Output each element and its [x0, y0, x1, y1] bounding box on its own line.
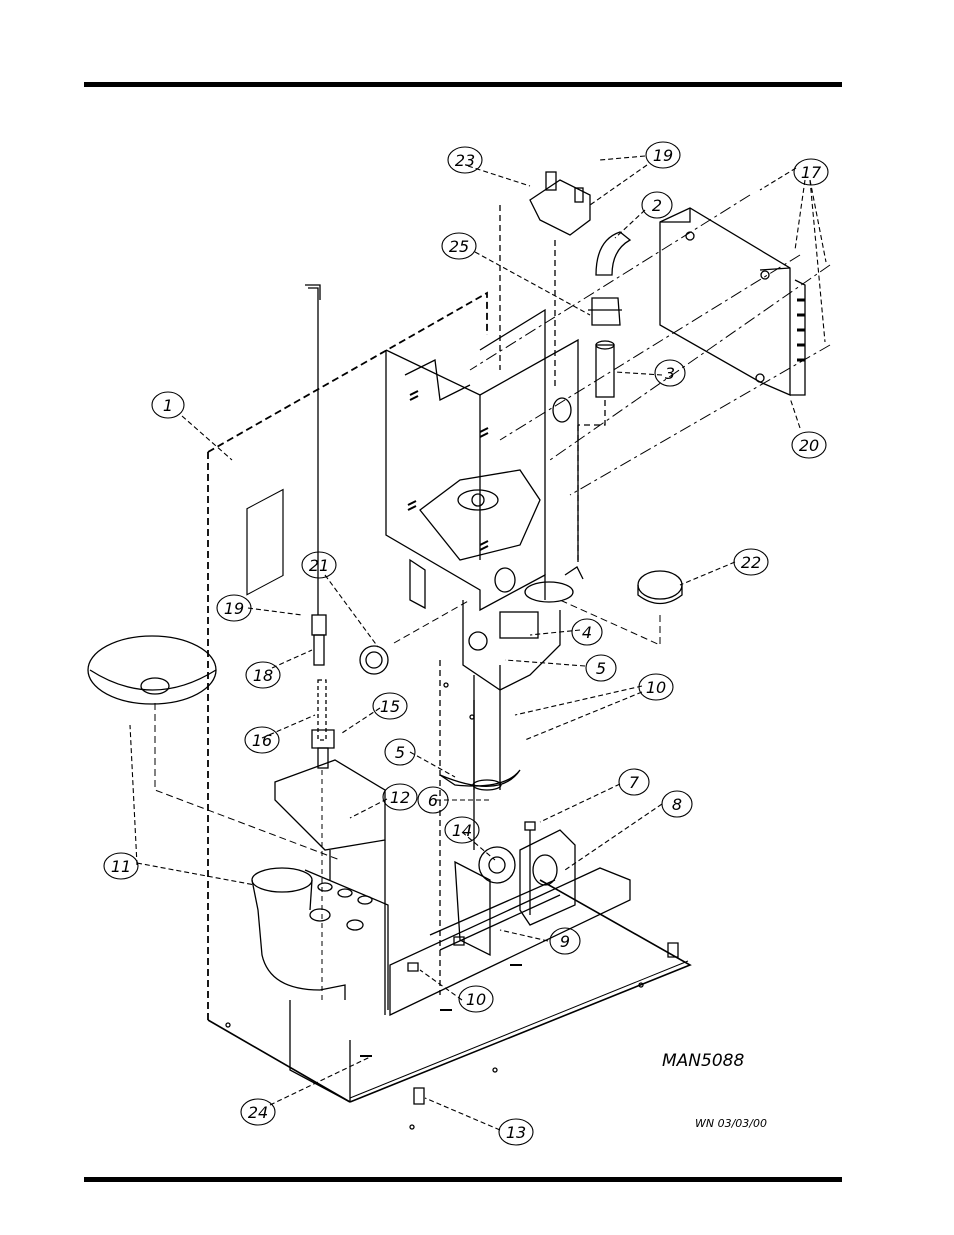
callout-12: 12 — [390, 788, 410, 807]
callout-10a: 10 — [646, 678, 666, 697]
callout-25: 25 — [449, 237, 469, 256]
callout-24: 24 — [248, 1103, 268, 1122]
callout-2: 2 — [652, 196, 662, 215]
base-fasteners — [225, 936, 679, 1130]
ignitor-assembly — [305, 284, 471, 1000]
flame-deflector — [87, 635, 341, 861]
callout-10b: 10 — [466, 990, 486, 1009]
back-panel — [207, 291, 692, 1103]
callout-8: 8 — [672, 795, 682, 814]
callout-5a: 5 — [596, 659, 606, 678]
callout-3: 3 — [665, 364, 675, 383]
drawing-number: MAN5088 — [662, 1051, 744, 1071]
callout-9: 9 — [560, 932, 570, 951]
gas-valve — [409, 558, 561, 691]
callout-circles — [103, 141, 829, 1146]
callout-14: 14 — [452, 821, 472, 840]
burner-tube — [439, 660, 521, 995]
gas-inlet-parts — [577, 231, 632, 560]
callout-5b: 5 — [395, 743, 405, 762]
blower-assembly — [389, 821, 631, 1017]
callout-1: 1 — [163, 396, 173, 415]
callout-19a: 19 — [653, 146, 673, 165]
callout-21: 21 — [309, 556, 329, 575]
pressure-switch — [499, 171, 591, 390]
control-box-leaders — [469, 194, 831, 496]
callout-19b: 19 — [224, 599, 244, 618]
callout-labels: 1 23 19 2 25 17 3 20 22 21 19 18 4 5 10 … — [111, 146, 822, 1142]
valve-bracket — [385, 308, 584, 612]
callout-22: 22 — [741, 553, 761, 572]
callout-20: 20 — [799, 436, 819, 455]
callout-23: 23 — [455, 151, 475, 170]
callout-7: 7 — [629, 773, 640, 792]
callout-4: 4 — [582, 623, 592, 642]
callout-15: 15 — [380, 697, 400, 716]
callout-13: 13 — [506, 1123, 526, 1142]
callout-6: 6 — [428, 791, 438, 810]
heat-shield — [274, 759, 386, 1015]
drawing-date: WN 03/03/00 — [695, 1117, 767, 1130]
callout-18: 18 — [253, 666, 273, 685]
leader-lines — [129, 155, 827, 1131]
callout-17: 17 — [801, 163, 822, 182]
callout-16: 16 — [252, 731, 272, 750]
title-stamp: MAN5088 WN 03/03/00 — [662, 1051, 767, 1130]
observation-cap — [559, 570, 683, 646]
top-rule — [84, 82, 842, 87]
control-box — [659, 207, 806, 396]
callout-11: 11 — [111, 857, 131, 876]
bottom-rule — [84, 1177, 842, 1182]
combustion-chamber — [251, 867, 389, 1103]
